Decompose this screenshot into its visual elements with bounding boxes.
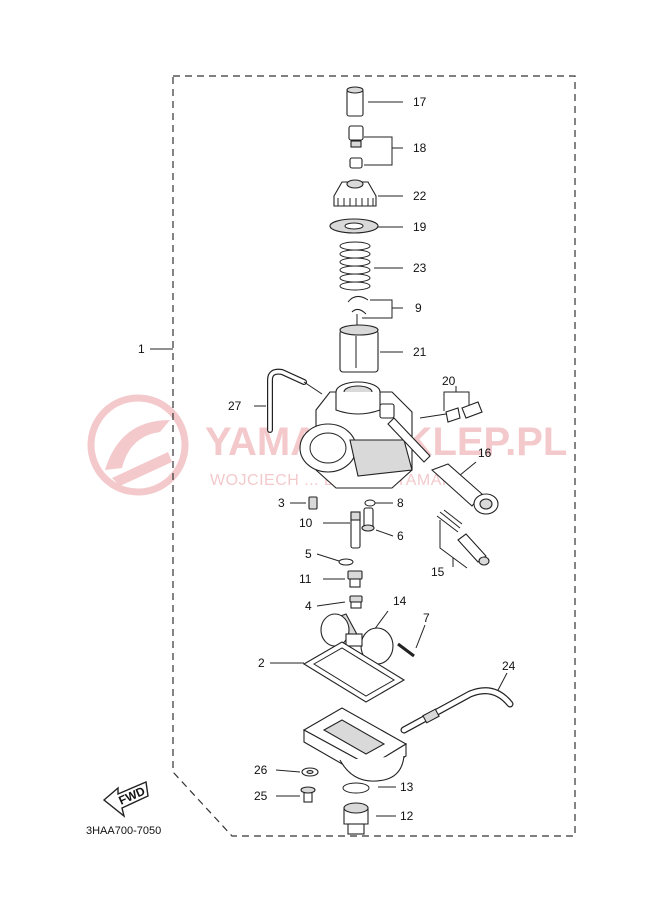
callout-6: 6 — [397, 529, 404, 543]
callout-17: 17 — [413, 95, 427, 109]
callout-4: 4 — [305, 599, 312, 613]
part-25-screw — [300, 786, 316, 803]
part-20-pilot-screw — [419, 401, 483, 423]
callout-18: 18 — [413, 141, 427, 155]
callout-11: 11 — [299, 572, 312, 586]
callout-14: 14 — [393, 594, 407, 608]
part-7-float-pin — [397, 642, 415, 658]
part-24-drain-hose — [400, 687, 514, 734]
part-4-main-jet — [349, 595, 363, 609]
callout-12: 12 — [400, 809, 414, 823]
part-21-throttle-valve — [339, 324, 379, 373]
callout-3: 3 — [278, 496, 285, 510]
part-22-cover — [333, 179, 377, 207]
callout-22: 22 — [413, 189, 427, 203]
part-23-spring — [339, 241, 371, 291]
callout-24: 24 — [502, 659, 516, 673]
callout-26: 26 — [254, 763, 268, 777]
part-19-washer — [329, 218, 379, 234]
part-3-screw — [308, 496, 318, 510]
callout-1: 1 — [138, 342, 145, 356]
part-17-cap — [346, 86, 364, 117]
part-10-needle-jet — [350, 511, 361, 549]
callout-7: 7 — [423, 611, 430, 625]
callout-5: 5 — [305, 547, 312, 561]
part-27-vent-tube — [267, 368, 323, 433]
carburetor-body — [299, 381, 431, 489]
float-bowl — [302, 707, 408, 782]
callout-2: 2 — [258, 656, 265, 670]
callout-25: 25 — [254, 789, 268, 803]
callout-13: 13 — [400, 780, 414, 794]
callout-20: 20 — [442, 374, 456, 388]
part-18-adjuster — [348, 125, 364, 169]
callout-23: 23 — [413, 261, 427, 275]
callout-21: 21 — [413, 345, 427, 359]
part-26-washer — [301, 767, 319, 777]
callout-9: 9 — [415, 301, 422, 315]
diagram-code: 3HAA700-7050 — [86, 825, 161, 837]
part-6-pilot-jet — [361, 507, 375, 532]
part-8-o-ring — [364, 499, 376, 507]
part-13-o-ring — [342, 782, 370, 794]
callout-labels: 1 2 3 4 5 6 7 8 9 10 11 12 13 14 15 16 1… — [138, 95, 516, 823]
leader-lines — [150, 101, 508, 817]
assembly-boundary — [172, 75, 576, 837]
part-14-floats — [320, 613, 394, 665]
part-5-o-ring — [338, 558, 354, 566]
watermark-logo-icon — [87, 394, 189, 496]
callout-16: 16 — [478, 446, 492, 460]
part-9-clip — [347, 296, 369, 326]
part-12-drain-plug — [343, 802, 369, 835]
callout-8: 8 — [397, 496, 404, 510]
callout-27: 27 — [228, 399, 242, 413]
part-11-holder — [347, 570, 363, 588]
callout-19: 19 — [413, 220, 427, 234]
part-16-starter-plunger — [430, 463, 499, 515]
part-2-gasket — [302, 641, 406, 703]
part-15-stop-screw — [436, 509, 490, 566]
fwd-arrow-icon: FWD — [102, 780, 149, 818]
callout-10: 10 — [299, 516, 313, 530]
callout-15: 15 — [431, 565, 445, 579]
